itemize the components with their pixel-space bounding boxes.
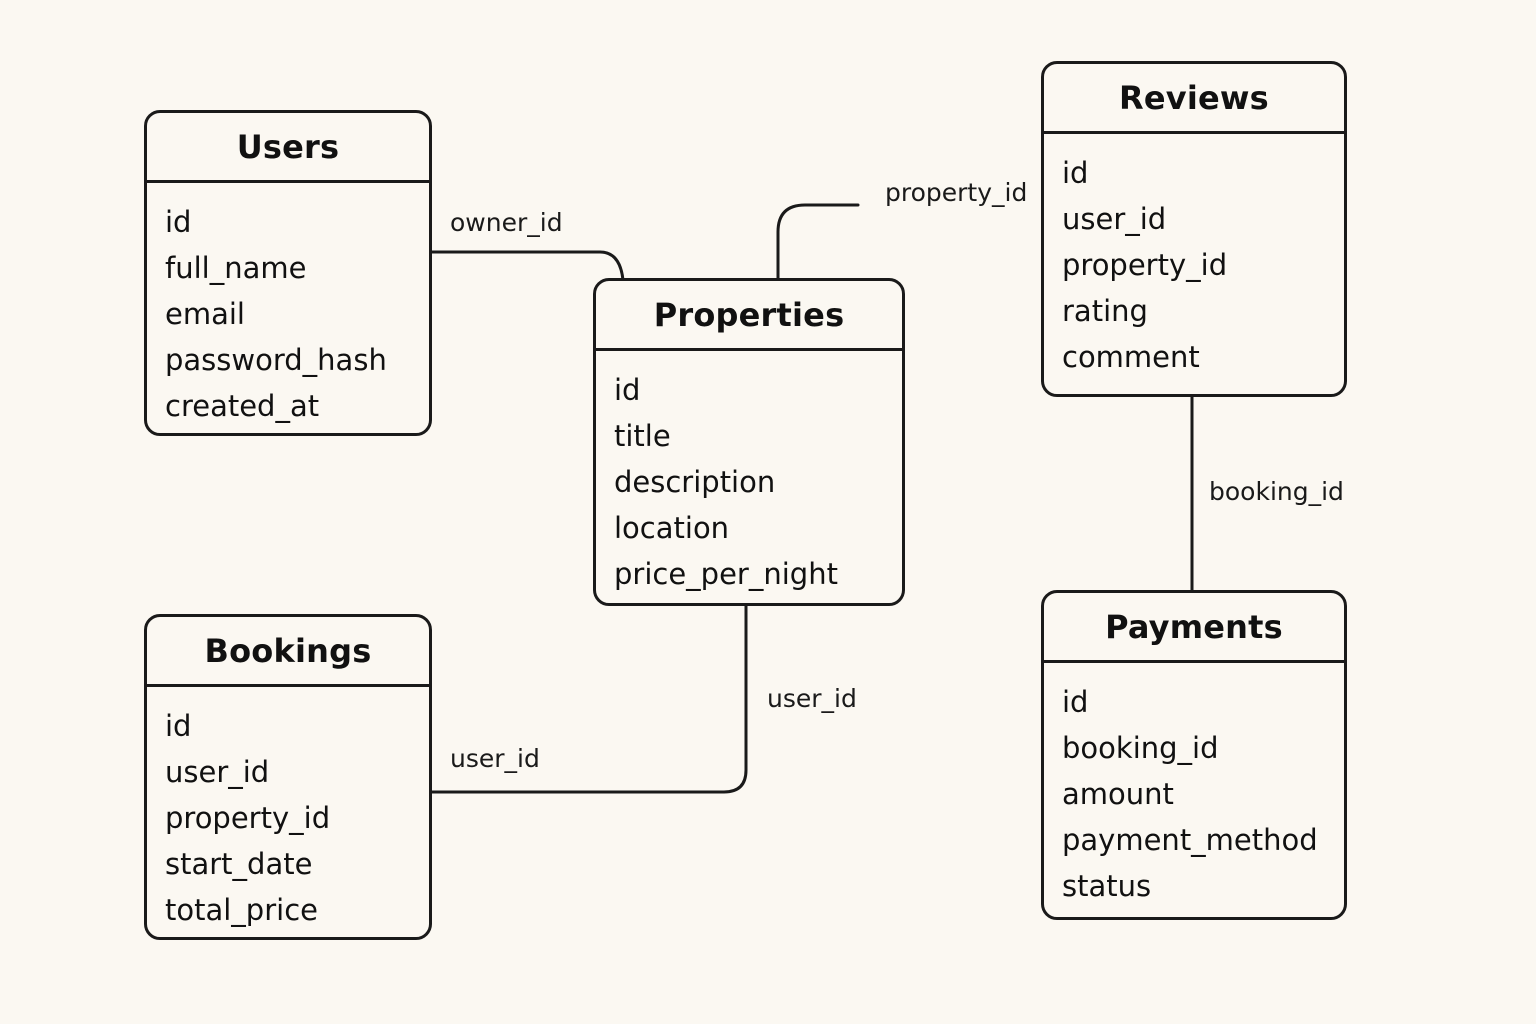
entity-users[interactable]: Users id full_name email password_hash c… xyxy=(144,110,432,436)
connector-properties-bookings xyxy=(430,604,748,794)
field-item: id xyxy=(165,709,192,743)
field-item: email xyxy=(165,297,245,331)
field-item: property_id xyxy=(1062,248,1228,282)
relationship-label-user-id: user_id xyxy=(450,744,540,773)
field-item: status xyxy=(1062,869,1152,903)
field-list: id user_id property_id rating comment xyxy=(1044,134,1344,380)
field-list: id booking_id amount payment_method stat… xyxy=(1044,663,1344,909)
field-item: comment xyxy=(1062,340,1200,374)
entity-title: Payments xyxy=(1044,593,1344,663)
field-item: title xyxy=(614,419,671,453)
field-item: id xyxy=(165,205,192,239)
field-item: payment_method xyxy=(1062,823,1318,857)
field-list: id title description location price_per_… xyxy=(596,351,902,597)
field-item: property_id xyxy=(165,801,331,835)
entity-title: Users xyxy=(147,113,429,183)
relationship-label-user-id: user_id xyxy=(767,684,857,713)
field-item: description xyxy=(614,465,776,499)
connector-properties-reviews xyxy=(776,203,860,280)
entity-bookings[interactable]: Bookings id user_id property_id start_da… xyxy=(144,614,432,940)
field-item: total_price xyxy=(165,893,318,927)
field-item: rating xyxy=(1062,294,1148,328)
field-item: password_hash xyxy=(165,343,387,377)
field-item: id xyxy=(1062,156,1089,190)
field-list: id user_id property_id start_date total_… xyxy=(147,687,429,933)
field-item: id xyxy=(1062,685,1089,719)
field-item: booking_id xyxy=(1062,731,1219,765)
connector-users-properties xyxy=(430,250,625,282)
entity-properties[interactable]: Properties id title description location… xyxy=(593,278,905,606)
relationship-label-booking-id: booking_id xyxy=(1209,477,1344,506)
field-item: user_id xyxy=(165,755,270,789)
entity-reviews[interactable]: Reviews id user_id property_id rating co… xyxy=(1041,61,1347,397)
field-item: price_per_night xyxy=(614,557,838,591)
field-item: id xyxy=(614,373,641,407)
field-item: amount xyxy=(1062,777,1174,811)
relationship-label-owner-id: owner_id xyxy=(450,208,563,237)
field-item: full_name xyxy=(165,251,307,285)
field-item: user_id xyxy=(1062,202,1167,236)
field-item: created_at xyxy=(165,389,320,423)
entity-title: Properties xyxy=(596,281,902,351)
field-item: start_date xyxy=(165,847,313,881)
entity-title: Reviews xyxy=(1044,64,1344,134)
field-item: location xyxy=(614,511,730,545)
field-list: id full_name email password_hash created… xyxy=(147,183,429,429)
entity-payments[interactable]: Payments id booking_id amount payment_me… xyxy=(1041,590,1347,920)
entity-title: Bookings xyxy=(147,617,429,687)
relationship-label-property-id: property_id xyxy=(885,178,1028,207)
